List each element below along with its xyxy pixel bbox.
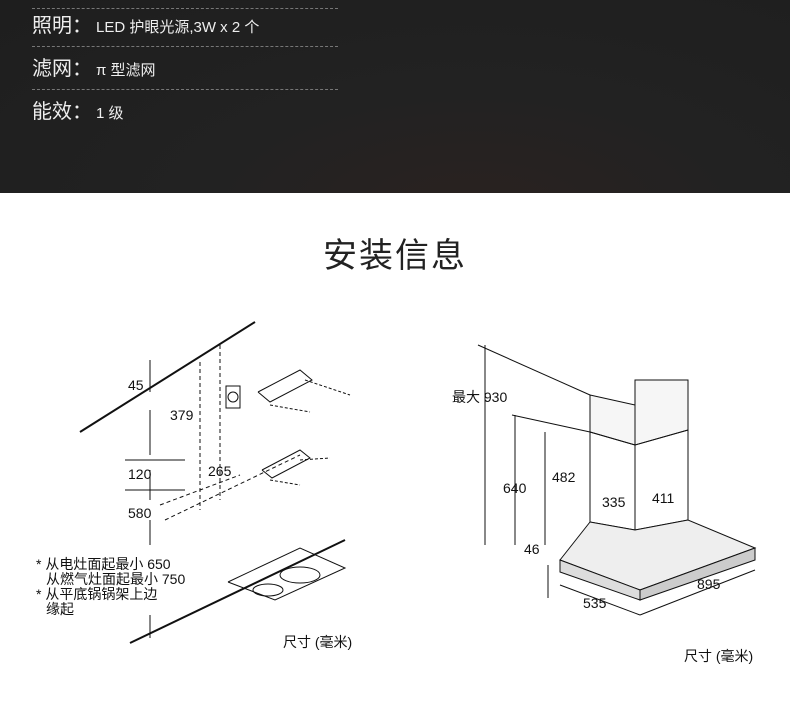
dim-label: 120 [128, 466, 152, 482]
dim-label: 335 [602, 494, 626, 510]
right-diagram [477, 344, 757, 616]
dim-label: 640 [503, 480, 527, 496]
divider [32, 46, 338, 47]
spec-banner: 照明：LED 护眼光源,3W x 2 个 滤网：π 型滤网 能效：1 级 [0, 0, 790, 193]
dim-label: 535 [583, 595, 607, 611]
unit-label: 尺寸 (毫米) [283, 634, 352, 650]
section-title: 安装信息 [323, 237, 467, 275]
note-line: 缘起 [46, 601, 74, 617]
dim-label: 411 [652, 490, 675, 506]
spec-label: 照明： [32, 15, 92, 37]
spec-efficiency: 能效：1 级 [32, 90, 338, 134]
spec-filter: 滤网：π 型滤网 [32, 47, 338, 91]
spec-label: 滤网： [32, 58, 92, 80]
note-line: 从燃气灶面起最小 750 [46, 571, 186, 587]
installation-notes: * 从电灶面起最小 650 从燃气灶面起最小 750 * 从平底锅锅架上边 缘起 [36, 557, 185, 617]
note-line: * 从电灶面起最小 650 [36, 556, 171, 572]
left-diagram [79, 321, 351, 644]
note-line: * 从平底锅锅架上边 [36, 586, 158, 602]
spec-label: 能效： [32, 101, 92, 123]
spec-value: LED 护眼光源,3W x 2 个 [96, 19, 260, 36]
divider [32, 8, 338, 9]
dim-label: 最大 930 [452, 389, 507, 405]
dim-label: 895 [697, 576, 721, 592]
spec-value: 1 级 [96, 105, 124, 122]
dim-label: 45 [128, 377, 144, 393]
dim-label: 46 [524, 541, 540, 557]
divider [32, 89, 338, 90]
dim-label: 379 [170, 407, 194, 423]
dim-label: 580 [128, 505, 152, 521]
spec-lighting: 照明：LED 护眼光源,3W x 2 个 [32, 4, 338, 48]
spec-value: π 型滤网 [96, 62, 156, 79]
unit-label: 尺寸 (毫米) [684, 648, 753, 664]
dim-label: 482 [552, 469, 576, 485]
dim-label: 265 [208, 463, 232, 479]
